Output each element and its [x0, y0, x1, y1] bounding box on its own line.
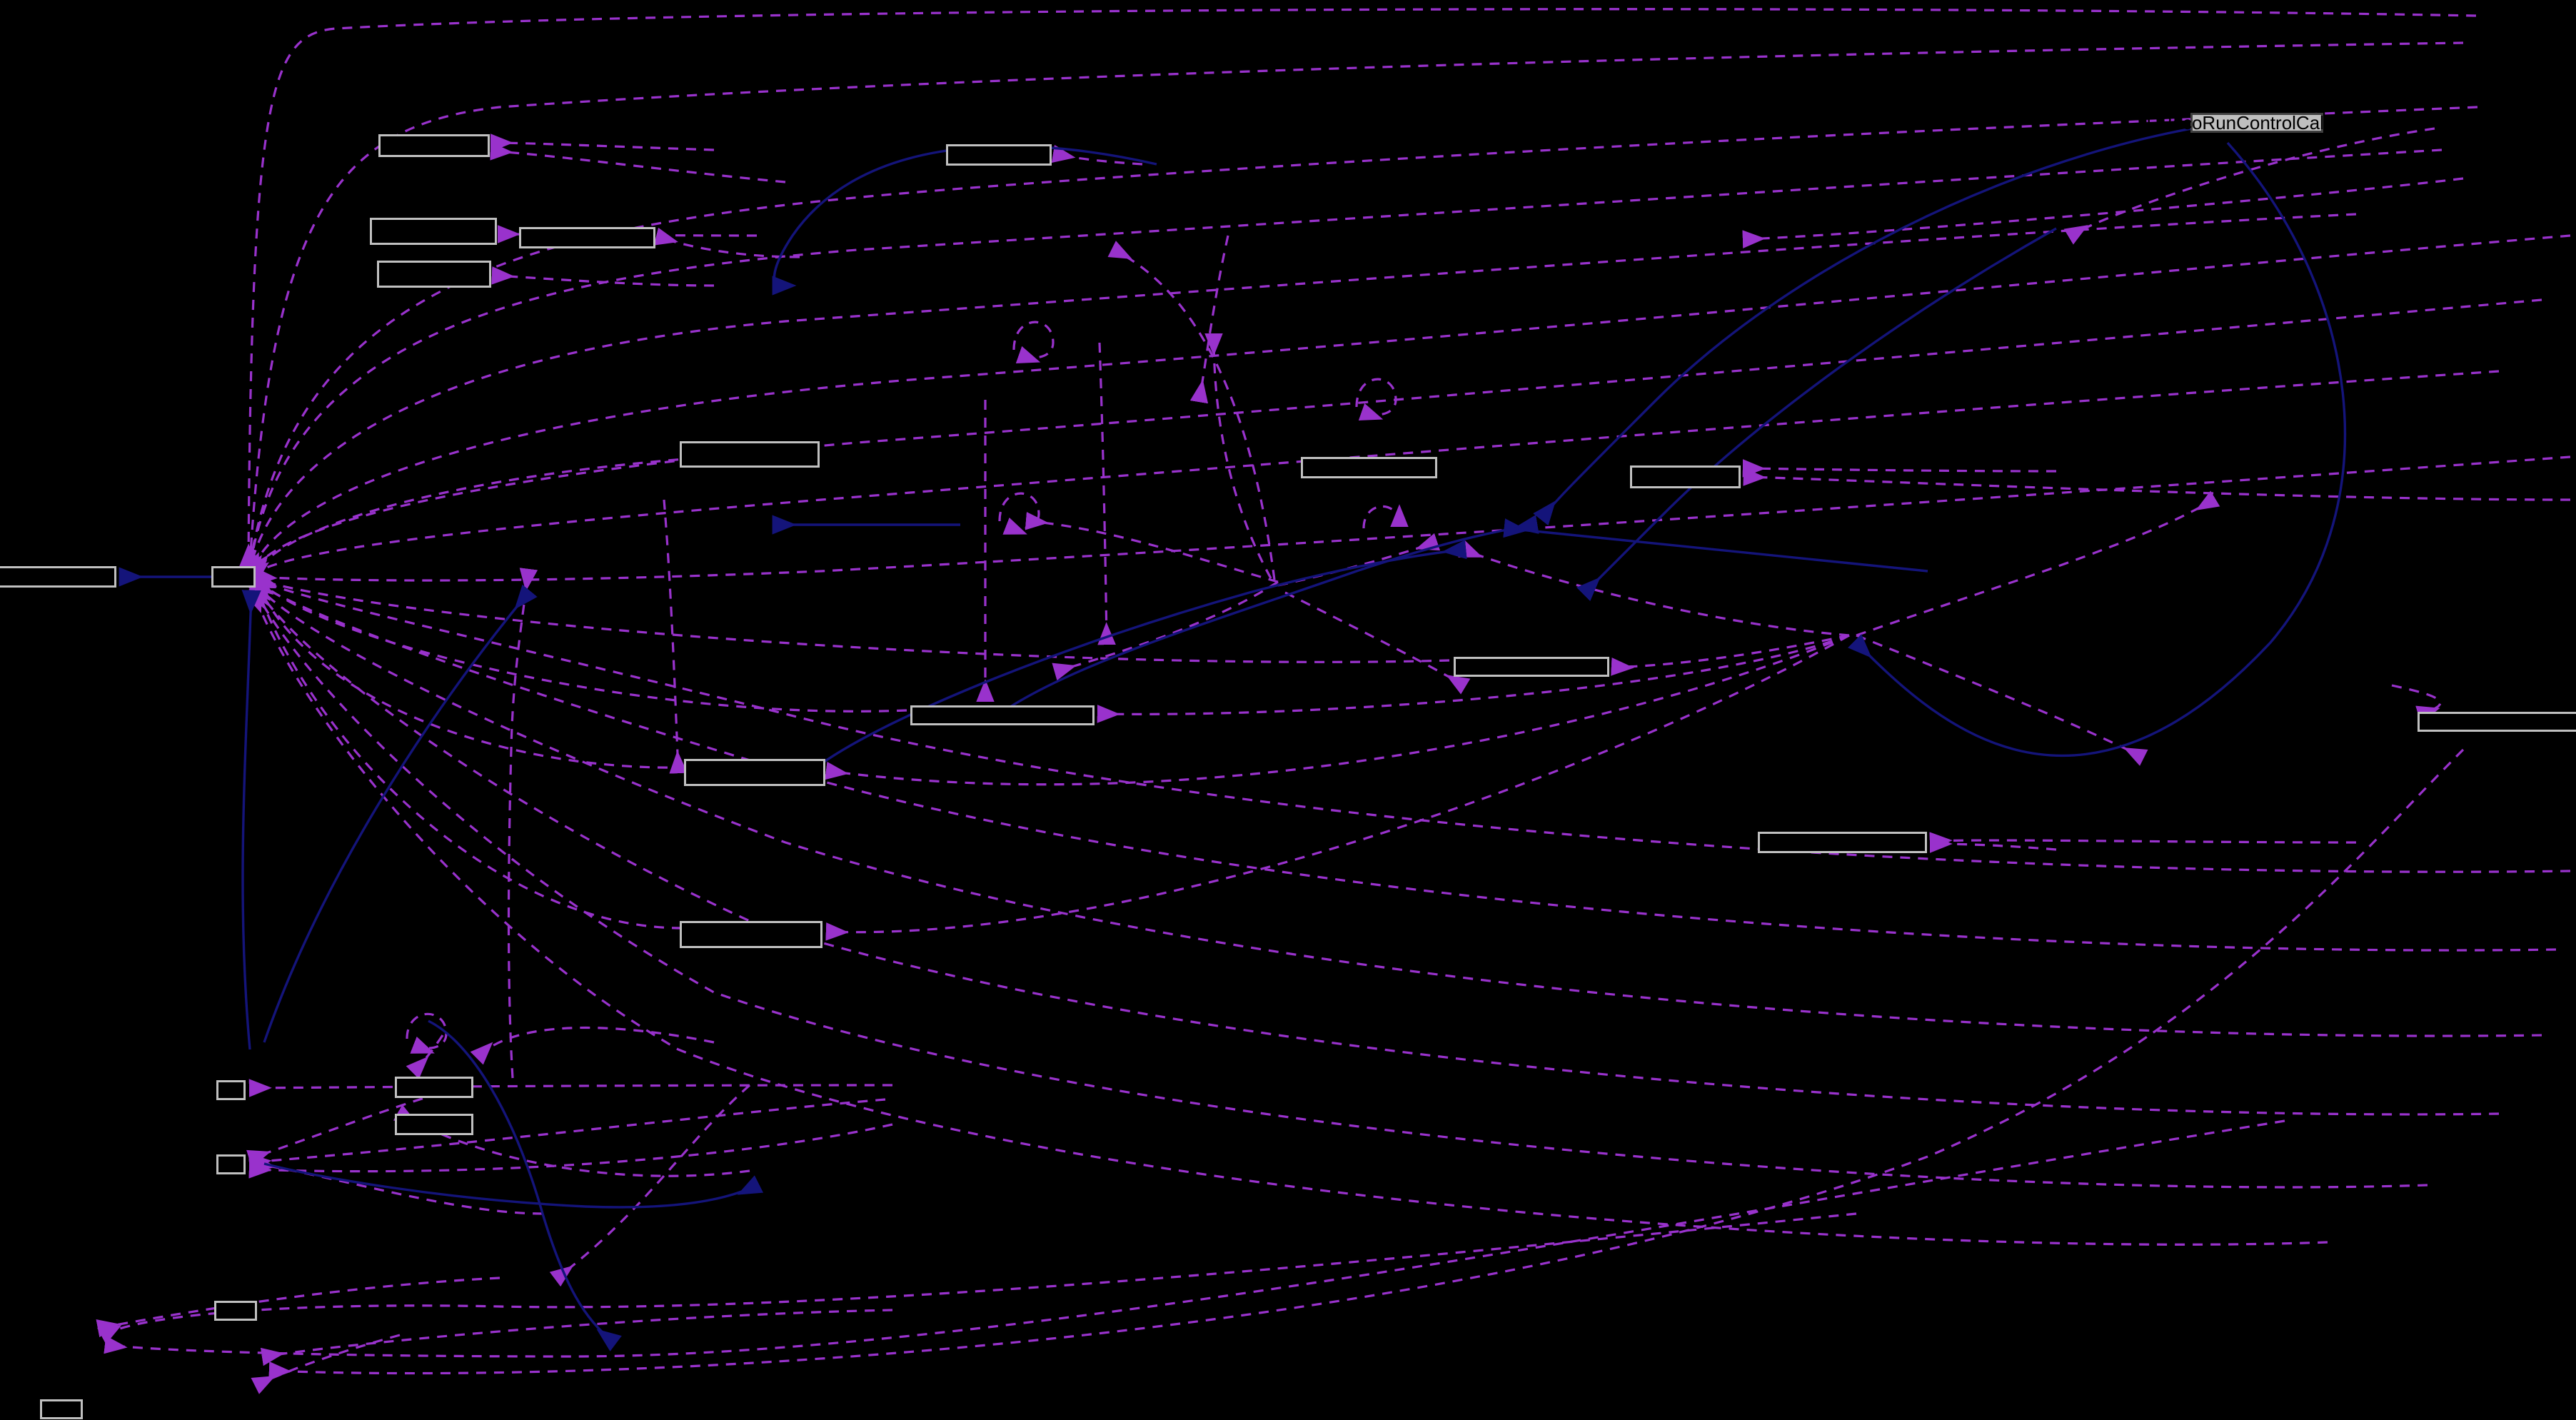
graph-node[interactable] [377, 261, 491, 288]
graph-node[interactable] [395, 1114, 473, 1135]
graph-node[interactable] [1454, 657, 1609, 677]
graph-node[interactable] [216, 1080, 246, 1100]
caller-edges [96, 8, 2571, 1394]
graph-node-highlighted[interactable]: ERecoRunControlCallback [2146, 113, 2368, 133]
graph-node[interactable] [680, 921, 822, 948]
graph-node[interactable] [680, 441, 820, 468]
graph-node[interactable] [216, 1154, 246, 1174]
graph-node[interactable] [910, 705, 1095, 725]
graph-node[interactable] [946, 144, 1052, 166]
graph-node[interactable] [1630, 465, 1741, 488]
graph-node[interactable] [211, 566, 256, 588]
call-edges [119, 127, 2347, 1351]
graph-node[interactable] [2417, 712, 2576, 732]
graph-node[interactable] [1301, 457, 1437, 478]
graph-node-label: ERecoRunControlCallback [2146, 112, 2368, 134]
self-loop-edges [406, 321, 1409, 1054]
graph-node[interactable] [684, 759, 825, 786]
graph-node[interactable] [1758, 832, 1927, 853]
graph-node[interactable] [214, 1301, 257, 1321]
graph-node[interactable] [370, 218, 497, 245]
graph-node[interactable] [0, 566, 116, 588]
graph-node[interactable] [395, 1077, 473, 1098]
graph-node[interactable] [519, 227, 655, 248]
graph-node[interactable] [378, 134, 490, 157]
graph-node[interactable] [40, 1399, 83, 1419]
